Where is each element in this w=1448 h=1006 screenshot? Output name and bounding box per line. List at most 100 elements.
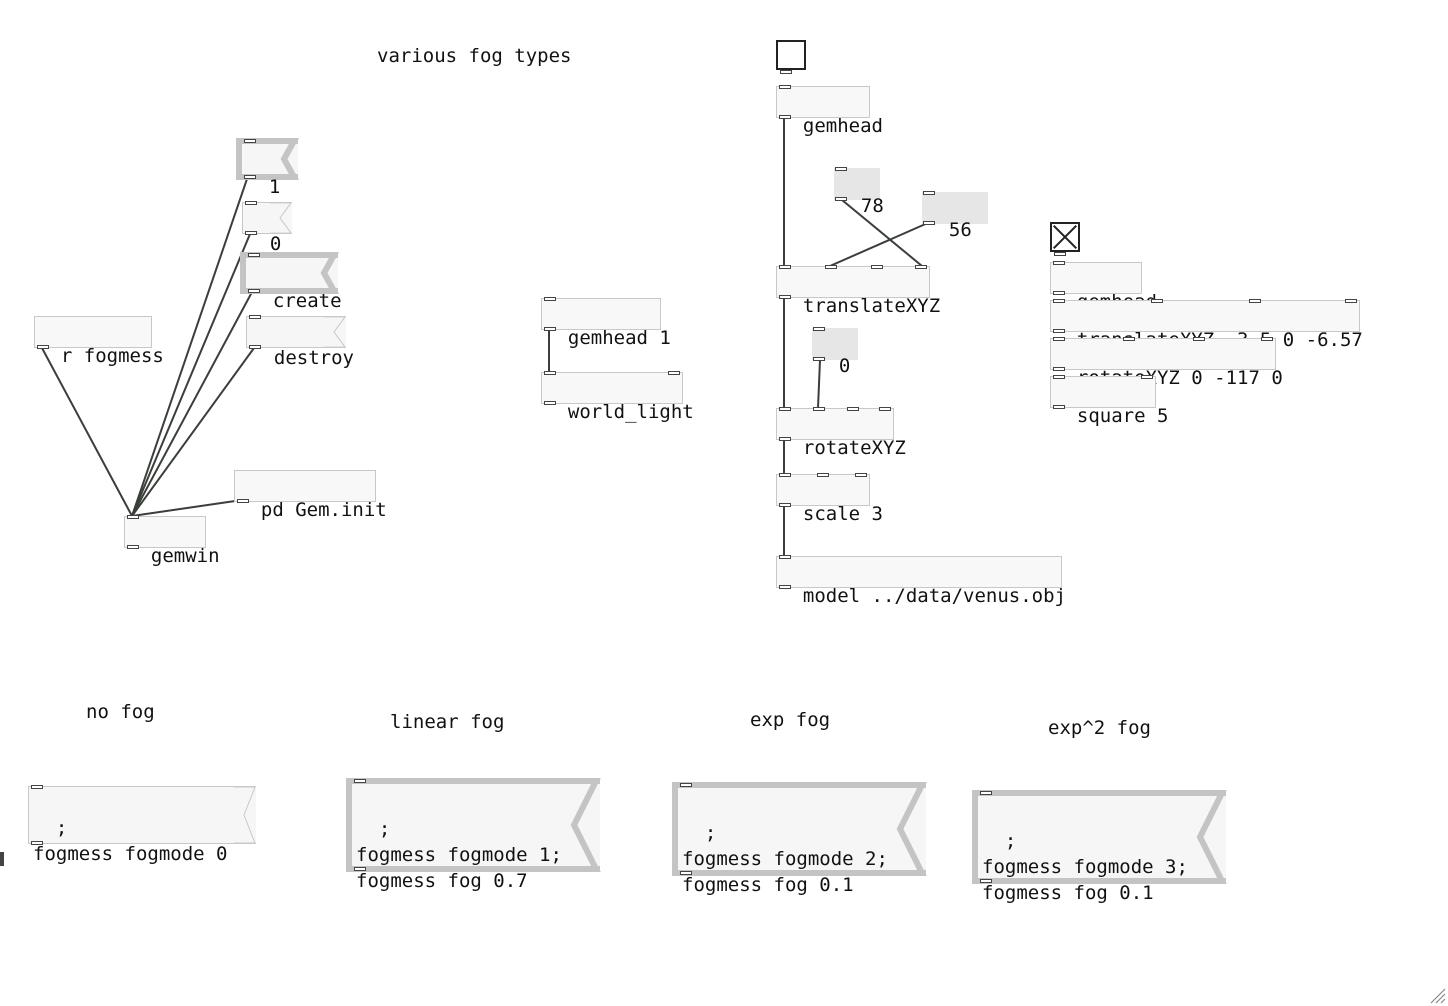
inlet[interactable] [779,407,791,411]
outlet[interactable] [980,879,992,883]
outlet[interactable] [779,115,791,119]
object-gemhead-square[interactable]: gemhead [1050,261,1157,313]
inlet[interactable] [779,473,791,477]
message-fogmode-0[interactable]: ; fogmess fogmode 0 [28,785,256,865]
inlet[interactable] [248,253,260,257]
message-create[interactable]: create [240,252,342,312]
object-pd-gem-init[interactable]: pd Gem.init [234,470,387,521]
object-rotatexyz-square[interactable]: rotateXYZ 0 -117 0 [1050,337,1283,389]
number-box-78[interactable]: 78 [834,167,884,217]
toggle-square-render[interactable] [1050,222,1080,256]
message-fogmode-3[interactable]: ; fogmess fogmode 3; fogmess fog 0.1 [972,790,1226,904]
inlet[interactable] [31,785,43,789]
outlet[interactable] [1053,367,1065,371]
inlet[interactable] [1053,299,1065,303]
outlet[interactable] [923,221,935,225]
outlet[interactable] [1053,405,1065,409]
message-0[interactable]: 0 [242,201,292,255]
object-scale-main[interactable]: scale 3 [776,473,883,525]
inlet[interactable] [1151,299,1163,303]
inlet[interactable] [1053,261,1065,265]
inlet[interactable] [879,407,891,411]
outlet[interactable] [245,231,257,235]
inlet[interactable] [871,265,883,269]
outlet[interactable] [780,70,792,74]
outlet[interactable] [237,499,249,503]
outlet[interactable] [835,197,847,201]
inlet[interactable] [245,201,257,205]
outlet[interactable] [544,401,556,405]
message-fogmode-2[interactable]: ; fogmess fogmode 2; fogmess fog 0.1 [672,782,926,896]
object-translatexyz-main[interactable]: translateXYZ [776,265,940,317]
inlet[interactable] [1249,299,1261,303]
object-gemhead-main[interactable]: gemhead [776,85,883,137]
inlet[interactable] [249,315,261,319]
outlet[interactable] [1053,329,1065,333]
number-box-0[interactable]: 0 [812,327,858,377]
inlet[interactable] [668,371,680,375]
message-destroy[interactable]: destroy [246,315,354,369]
outlet[interactable] [127,545,139,549]
object-gemhead-1[interactable]: gemhead 1 [541,297,671,349]
inlet[interactable] [825,265,837,269]
resize-grip-icon[interactable] [1428,986,1446,1004]
message-fogmode-1[interactable]: ; fogmess fogmode 1; fogmess fog 0.7 [346,778,600,892]
outlet[interactable] [31,841,43,845]
comment-no-fog: no fog [86,701,155,723]
object-world-light-label: world_light [567,401,694,423]
outlet[interactable] [248,289,260,293]
object-scale-main-label: scale 3 [802,503,883,525]
outlet[interactable] [354,867,366,871]
outlet[interactable] [249,345,261,349]
inlet[interactable] [244,139,256,143]
object-translatexyz-square[interactable]: translateXYZ -3.5 0 -6.57 [1050,299,1363,351]
object-gemwin[interactable]: gemwin [124,515,220,567]
toggle-main-render[interactable] [776,40,806,74]
inlet[interactable] [817,473,829,477]
object-rotatexyz-main[interactable]: rotateXYZ [776,407,906,459]
inlet[interactable] [1053,375,1065,379]
message-destroy-label: destroy [273,347,354,369]
outlet[interactable] [779,437,791,441]
outlet[interactable] [779,503,791,507]
inlet[interactable] [680,783,692,787]
inlet[interactable] [855,473,867,477]
message-create-label: create [272,290,342,312]
outlet[interactable] [680,871,692,875]
inlet[interactable] [544,371,556,375]
inlet[interactable] [1141,375,1153,379]
inlet[interactable] [813,407,825,411]
inlet[interactable] [980,791,992,795]
inlet[interactable] [127,515,139,519]
inlet[interactable] [1261,337,1273,341]
object-world-light[interactable]: world_light [541,371,694,423]
inlet[interactable] [779,265,791,269]
outlet[interactable] [544,327,556,331]
inlet[interactable] [1123,337,1135,341]
object-model[interactable]: model ../data/venus.obj [776,555,1066,607]
inlet[interactable] [1345,299,1357,303]
outlet[interactable] [779,585,791,589]
wire-pd-init-to-gemwin [131,499,243,517]
inlet[interactable] [1053,337,1065,341]
outlet[interactable] [37,345,49,349]
object-r-fogmess[interactable]: r fogmess [34,316,164,367]
number-box-56[interactable]: 56 [922,191,988,241]
inlet[interactable] [354,779,366,783]
inlet[interactable] [1193,337,1205,341]
inlet[interactable] [835,167,847,171]
inlet[interactable] [779,85,791,89]
inlet[interactable] [915,265,927,269]
outlet[interactable] [779,295,791,299]
object-square[interactable]: square 5 [1050,375,1168,427]
outlet[interactable] [1053,291,1065,295]
inlet[interactable] [544,297,556,301]
outlet[interactable] [244,175,256,179]
outlet[interactable] [1054,252,1066,256]
inlet[interactable] [813,327,825,331]
inlet[interactable] [847,407,859,411]
inlet[interactable] [923,191,935,195]
message-1[interactable]: 1 [236,138,298,198]
outlet[interactable] [813,357,825,361]
inlet[interactable] [779,555,791,559]
